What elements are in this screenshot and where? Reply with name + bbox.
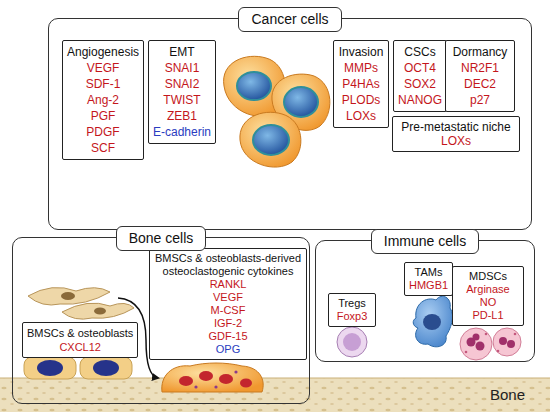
marker-name: SCF — [67, 140, 139, 156]
marker-name: SOX2 — [398, 76, 442, 92]
group-heading: BMSCs & osteoblasts-derived osteoclastog… — [154, 252, 302, 278]
marker-name: NO — [457, 296, 519, 309]
marker-name: P4HAs — [338, 76, 384, 92]
marker-box: AngiogenesisVEGFSDF-1Ang-2PGFPDGFSCF — [62, 40, 144, 160]
marker-name: NANOG — [398, 92, 442, 108]
panel-title: Bone cells — [116, 226, 207, 251]
marker-name: VEGF — [67, 60, 139, 76]
marker-name: PD-L1 — [457, 309, 519, 322]
marker-box: BMSCs & osteoblasts-derived osteoclastog… — [149, 248, 307, 360]
marker-name: NR2F1 — [450, 60, 510, 76]
marker-name: GDF-15 — [154, 330, 302, 343]
marker-name: SDF-1 — [67, 76, 139, 92]
group-panel: Cancer cellsAngiogenesisVEGFSDF-1Ang-2PG… — [48, 18, 532, 230]
group-heading: BMSCs & osteoblasts — [27, 326, 133, 340]
marker-name: SNAI1 — [153, 60, 211, 76]
marker-name: Ang-2 — [67, 92, 139, 108]
group-panel: Immune cellsTAMsHMGB1TregsFoxp3MDSCsArgi… — [315, 240, 535, 362]
marker-name: IGF-2 — [154, 317, 302, 330]
region-label: Bone — [490, 386, 525, 403]
marker-box: MDSCsArginaseNOPD-L1 — [452, 266, 524, 326]
group-heading: Dormancy — [450, 44, 510, 60]
marker-name: Arginase — [457, 283, 519, 296]
marker-name: PLODs — [338, 92, 384, 108]
marker-name: LOXs — [338, 108, 384, 124]
marker-name: RANKL — [154, 278, 302, 291]
group-heading: Pre-metastatic niche — [397, 120, 515, 134]
panel-title: Immune cells — [371, 229, 479, 254]
panel-title: Cancer cells — [238, 7, 341, 32]
marker-name: MMPs — [338, 60, 384, 76]
marker-box: CSCsOCT4SOX2NANOG — [393, 40, 447, 112]
group-heading: Tregs — [333, 297, 371, 310]
group-heading: EMT — [153, 44, 211, 60]
marker-box: Pre-metastatic nicheLOXs — [392, 116, 520, 152]
marker-name: PDGF — [67, 124, 139, 140]
marker-name: VEGF — [154, 291, 302, 304]
marker-name: OPG — [154, 343, 302, 356]
group-heading: TAMs — [409, 266, 448, 279]
marker-box: InvasionMMPsP4HAsPLODsLOXs — [333, 40, 389, 128]
marker-box: DormancyNR2F1DEC2p27 — [445, 40, 515, 112]
marker-name: DEC2 — [450, 76, 510, 92]
marker-name: CXCL12 — [27, 340, 133, 354]
group-heading: Invasion — [338, 44, 384, 60]
marker-box: EMTSNAI1SNAI2TWISTZEB1E-cadherin — [148, 40, 216, 144]
group-heading: CSCs — [398, 44, 442, 60]
label-holder: Bone — [490, 386, 525, 403]
marker-box: TregsFoxp3 — [328, 293, 376, 327]
marker-name: PGF — [67, 108, 139, 124]
marker-name: OCT4 — [398, 60, 442, 76]
group-heading: Angiogenesis — [67, 44, 139, 60]
marker-name: SNAI2 — [153, 76, 211, 92]
marker-name: TWIST — [153, 92, 211, 108]
marker-name: E-cadherin — [153, 124, 211, 140]
marker-box: BMSCs & osteoblastsCXCL12 — [22, 322, 138, 358]
group-panel: Bone cellsBMSCs & osteoblastsCXCL12BMSCs… — [12, 237, 310, 404]
marker-name: Foxp3 — [333, 310, 371, 323]
marker-name: M-CSF — [154, 304, 302, 317]
marker-name: HMGB1 — [409, 279, 448, 292]
group-heading: MDSCs — [457, 270, 519, 283]
marker-name: ZEB1 — [153, 108, 211, 124]
marker-name: p27 — [450, 92, 510, 108]
marker-box: TAMsHMGB1 — [404, 262, 453, 296]
marker-name: LOXs — [397, 134, 515, 148]
